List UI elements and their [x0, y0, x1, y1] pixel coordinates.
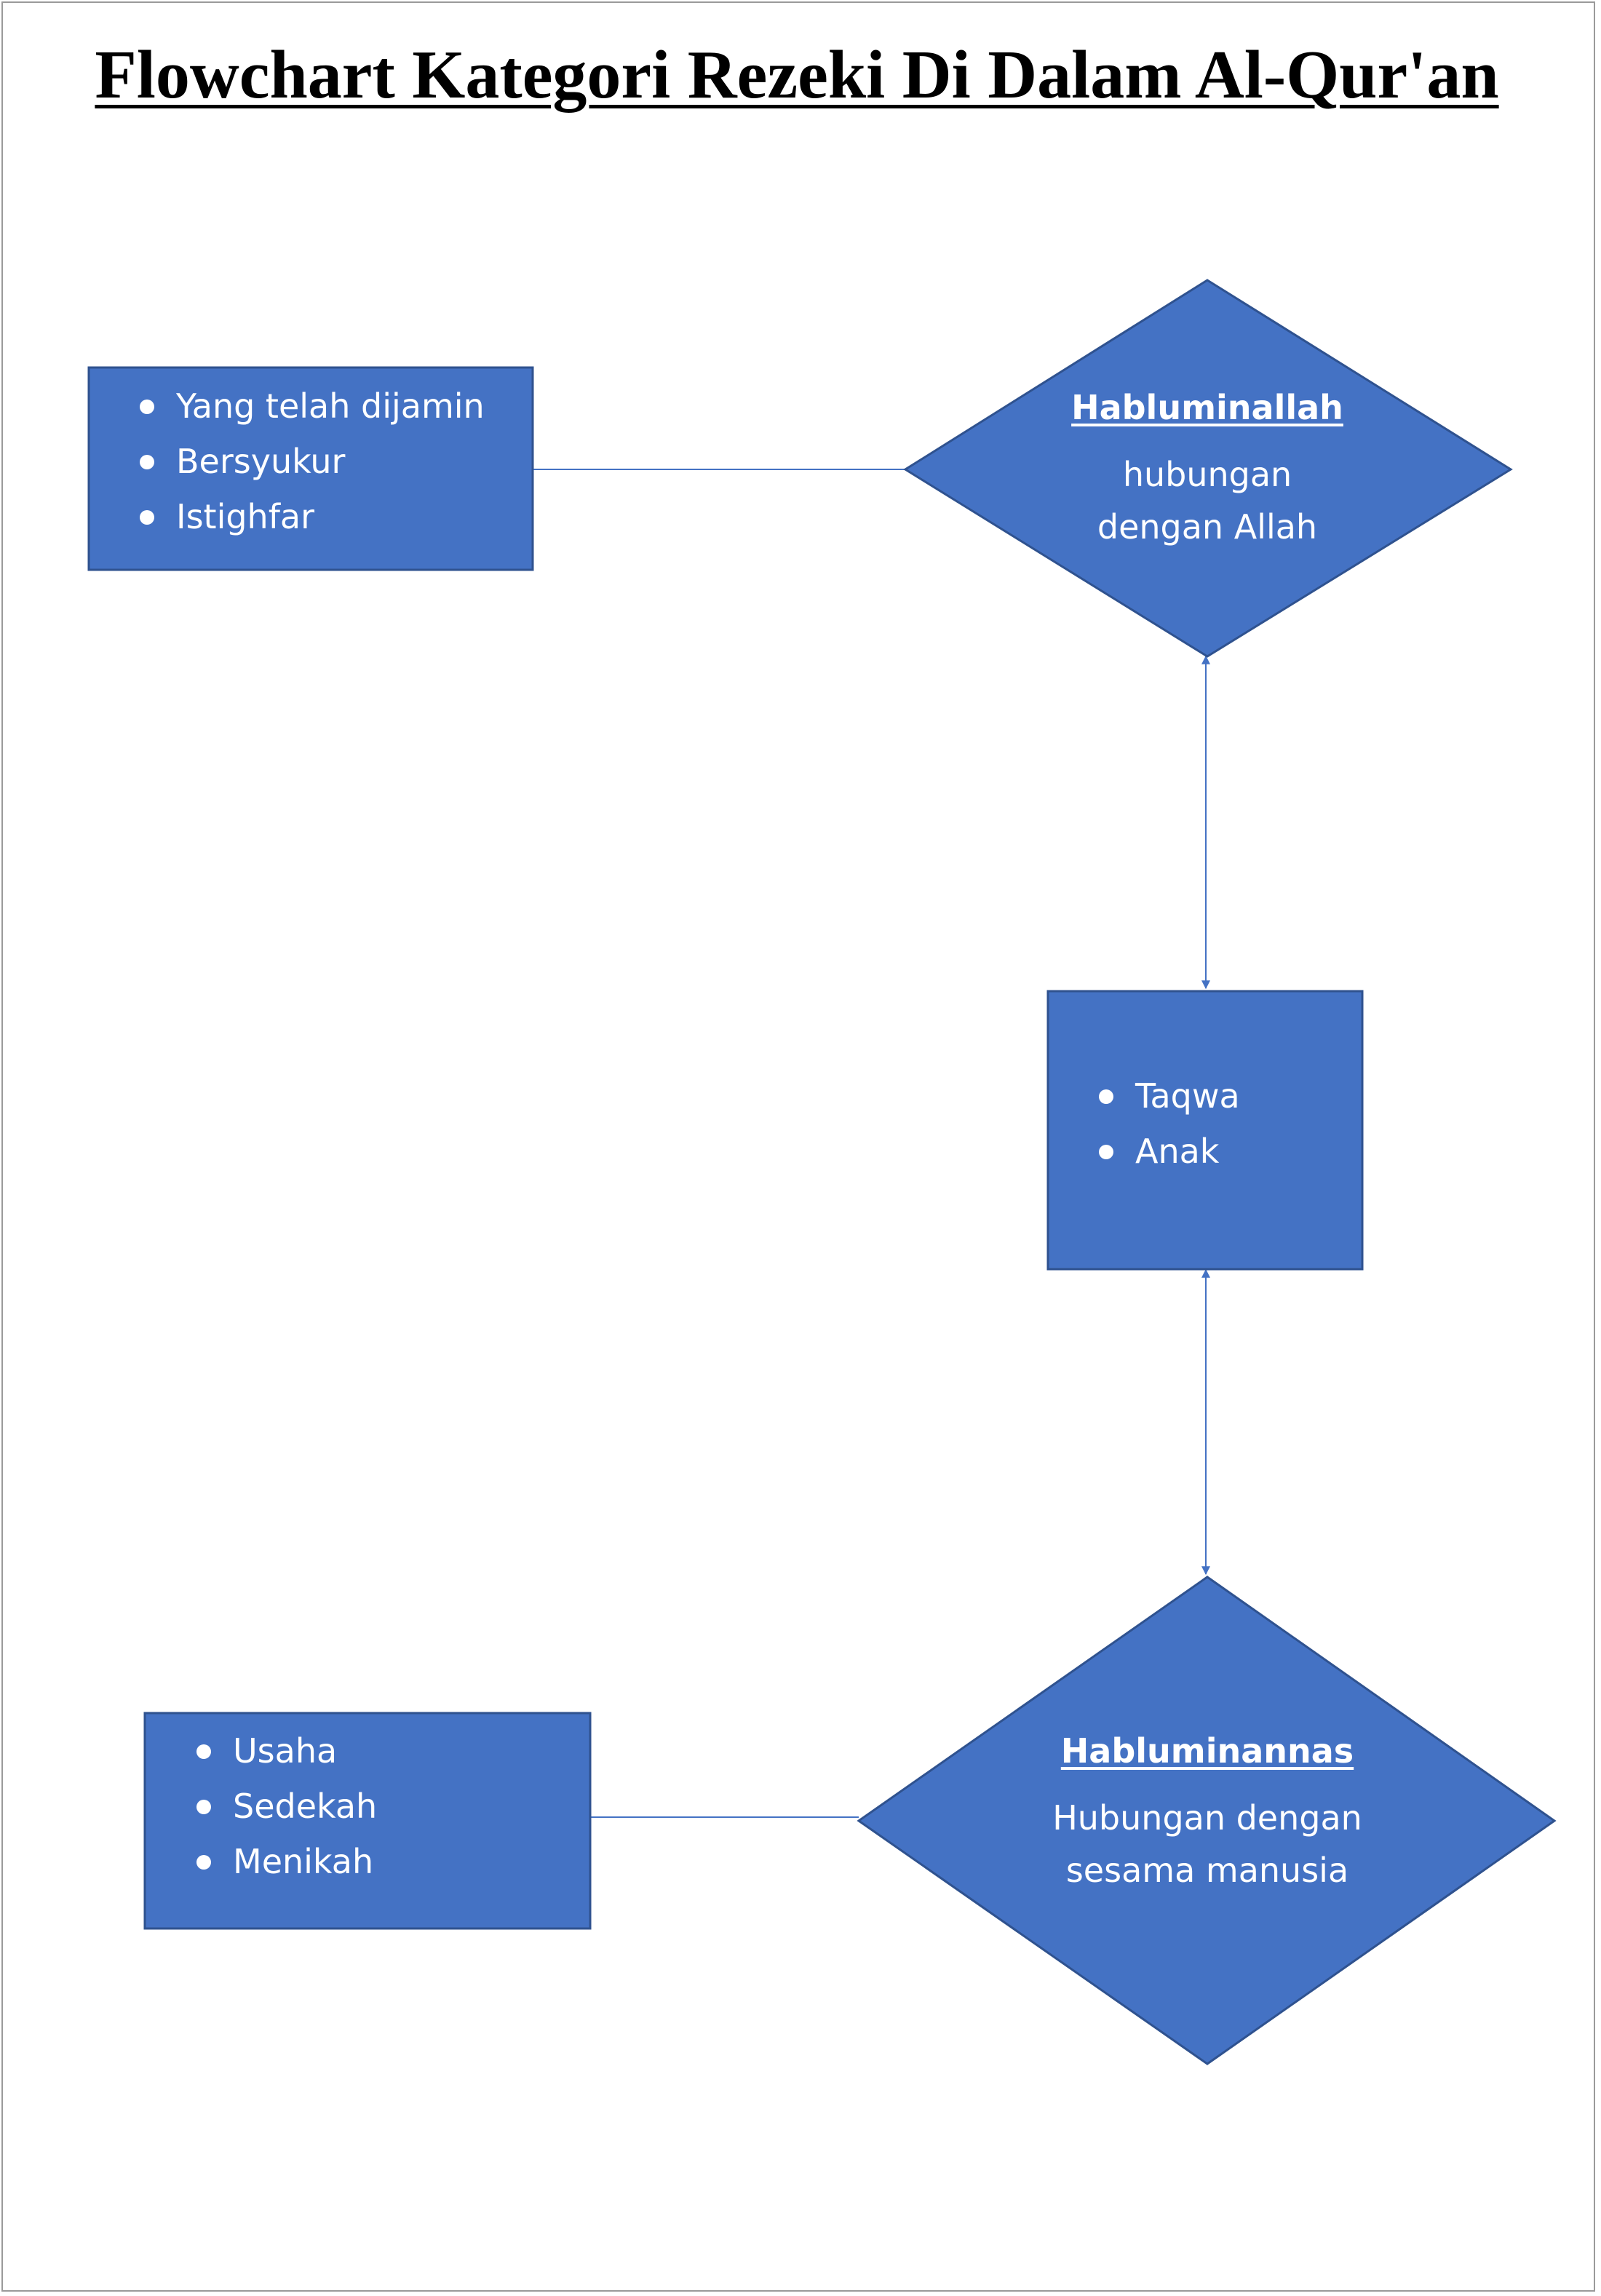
habluminannas-title: Habluminannas — [1060, 1731, 1354, 1771]
list-item: Yang telah dijamin — [138, 378, 531, 434]
habluminallah-text: Habluminallah hubungan dengan Allah — [989, 386, 1426, 553]
list-item: Usaha — [195, 1723, 588, 1779]
habluminannas-desc-line: sesama manusia — [1065, 1851, 1349, 1890]
allah-list: Yang telah dijamin Bersyukur Istighfar — [138, 378, 531, 544]
habluminallah-desc-line: hubungan — [1122, 455, 1292, 494]
annas-list-box — [143, 1712, 592, 1930]
habluminannas-diamond — [857, 1576, 1557, 2065]
habluminallah-title: Habluminallah — [1071, 388, 1343, 427]
list-item: Bersyukur — [138, 434, 531, 489]
page-title: Flowchart Kategori Rezeki Di Dalam Al-Qu… — [95, 37, 1499, 113]
list-item: Sedekah — [195, 1779, 588, 1834]
list-item: Menikah — [195, 1834, 588, 1889]
list-item: Anak — [1097, 1124, 1359, 1179]
habluminannas-desc-line: Hubungan dengan — [1052, 1798, 1362, 1838]
habluminallah-desc-line: dengan Allah — [1097, 507, 1318, 547]
list-item: Istighfar — [138, 489, 531, 544]
habluminannas-text: Habluminannas Hubungan dengan sesama man… — [974, 1729, 1440, 1896]
allah-list-box — [87, 366, 534, 571]
habluminallah-diamond — [903, 279, 1513, 658]
annas-list: Usaha Sedekah Menikah — [195, 1723, 588, 1889]
middle-list: Taqwa Anak — [1097, 1068, 1359, 1179]
list-item: Taqwa — [1097, 1068, 1359, 1124]
middle-list-box — [1046, 990, 1364, 1271]
